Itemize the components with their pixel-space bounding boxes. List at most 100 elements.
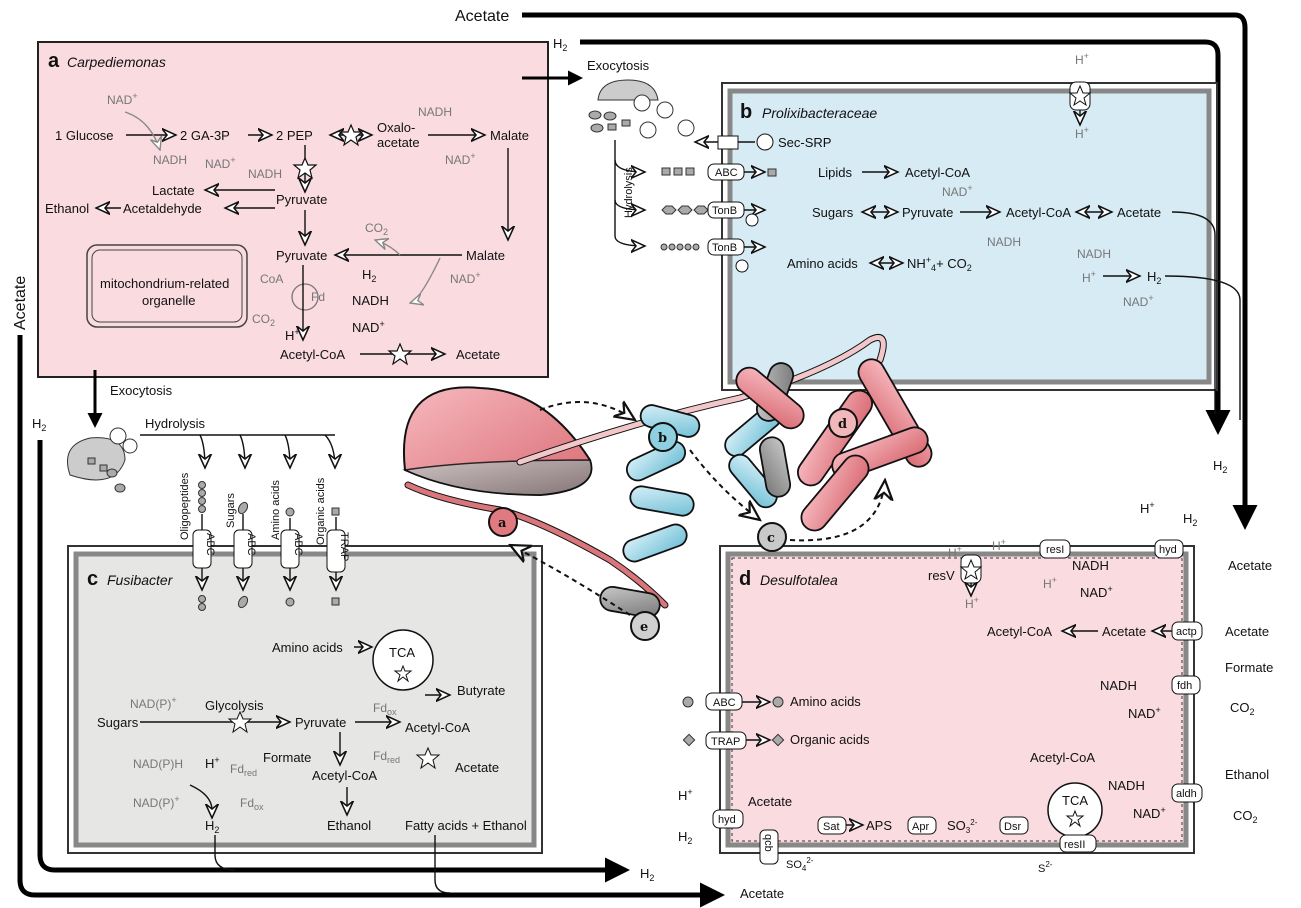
pyruvate-label-b: Pyruvate — [902, 205, 953, 220]
tca-label-c: TCA — [389, 645, 415, 660]
acetylcoa-label-a: Acetyl-CoA — [280, 347, 345, 362]
nadh-label-b2: NADH — [1077, 247, 1111, 261]
aminoacids-label-c: Amino acids — [272, 640, 343, 655]
acetylcoa-label-c2: Acetyl-CoA — [312, 768, 377, 783]
acetate-label-top: Acetate — [455, 8, 509, 25]
hplus-label-d6: H+ — [678, 787, 693, 803]
sugars-label-b: Sugars — [812, 205, 854, 220]
panel-c-title: Fusibacter — [107, 572, 174, 588]
malate-label-2: Malate — [466, 248, 505, 263]
svg-text:d: d — [838, 417, 847, 432]
svg-text:b: b — [658, 431, 667, 446]
exocytosis-label-b: Exocytosis — [587, 58, 650, 73]
panel-a-letter: a — [48, 50, 60, 72]
acetylcoa-label-b2: Acetyl-CoA — [1006, 205, 1071, 220]
panel-d-title: Desulfotalea — [760, 572, 838, 588]
ethanol-label-d: Ethanol — [1225, 767, 1269, 782]
s2-label: S2- — [1038, 860, 1053, 875]
h2-label-d2: H2 — [678, 829, 692, 846]
acetate-label-b: Acetate — [1117, 205, 1161, 220]
trap-label-c: TRAP — [338, 532, 350, 561]
naddp-h-label: NAD(P)H — [133, 757, 183, 771]
nadh-label-3: NADH — [248, 167, 282, 181]
ga3p-label: 2 GA-3P — [180, 128, 230, 143]
acetate-label-c: Acetate — [455, 760, 499, 775]
hyd-label-top: hyd — [1159, 544, 1177, 556]
glucose-label: 1 Glucose — [55, 128, 114, 143]
h2-label-top: H2 — [553, 36, 567, 53]
svg-text:a: a — [498, 516, 507, 531]
exocytosis-label-a: Exocytosis — [110, 383, 173, 398]
nadh-label-d2: NADH — [1100, 678, 1137, 693]
pyruvate-label-1: Pyruvate — [276, 192, 327, 207]
formate-label: Formate — [263, 750, 311, 765]
vesicle-cluster-a — [68, 428, 138, 492]
h2-label-bottom: H2 — [640, 866, 654, 883]
hydrolysis-label-b: Hydrolysis — [623, 167, 635, 218]
tonb-label-1: TonB — [712, 205, 737, 217]
resv-label: resV — [928, 568, 955, 583]
oxaloacetate-label-1: Oxalo- — [377, 120, 415, 135]
lactate-label: Lactate — [152, 183, 195, 198]
organicacids-label-d: Organic acids — [790, 732, 870, 747]
butyrate-label: Butyrate — [457, 683, 505, 698]
nh4-label: NH+4+ CO2 — [907, 255, 972, 273]
svg-text:c: c — [767, 531, 775, 546]
qcb-label: qcb — [762, 834, 774, 852]
nadh-label-1: NADH — [153, 153, 187, 167]
naddp-plus-label-2: NAD(P)+ — [133, 794, 180, 810]
mro-label-2: organelle — [142, 293, 196, 308]
co2-label-d2: CO2 — [1233, 808, 1258, 825]
panel-b-title: Prolixibacteraceae — [762, 105, 877, 121]
actp-label: actp — [1176, 626, 1197, 638]
acetate-label-left: Acetate — [12, 276, 29, 330]
abc-label-c1: ABC — [204, 533, 216, 556]
acetylcoa-label-d1: Acetyl-CoA — [987, 624, 1052, 639]
panel-c: c Fusibacter Oligopeptides Sugars Amino … — [68, 472, 542, 893]
aminoacids-label-d: Amino acids — [790, 694, 861, 709]
trap-label-d: TRAP — [711, 736, 740, 748]
acetylcoa-label-c1: Acetyl-CoA — [405, 720, 470, 735]
acetate-label-right: Acetate — [1228, 558, 1272, 573]
nadh-label-d3: NADH — [1108, 778, 1145, 793]
pyruvate-label-c: Pyruvate — [295, 715, 346, 730]
tca-cycle-c — [373, 630, 433, 690]
lipids-label: Lipids — [818, 165, 852, 180]
h2-label-left: H2 — [32, 416, 46, 433]
vesicle-cluster-b — [589, 80, 694, 138]
sugars-label-vertical: Sugars — [225, 493, 237, 528]
acetate-label-d3: Acetate — [748, 794, 792, 809]
apr-label: Apr — [912, 821, 929, 833]
nadh-label-2: NADH — [418, 105, 452, 119]
fd-label: Fd — [311, 290, 325, 304]
abc-label-c2: ABC — [245, 533, 257, 556]
secsrp-label: Sec-SRP — [778, 135, 831, 150]
fattyacids-label: Fatty acids + Ethanol — [405, 818, 527, 833]
abc-label-c3: ABC — [292, 533, 304, 556]
acetylcoa-label-b1: Acetyl-CoA — [905, 165, 970, 180]
fdh-label: fdh — [1177, 680, 1192, 692]
acetate-label-a: Acetate — [456, 347, 500, 362]
sugars-label-c: Sugars — [97, 715, 139, 730]
svg-text:e: e — [640, 620, 648, 635]
abc-label-d: ABC — [713, 697, 736, 709]
formate-label-d: Formate — [1225, 660, 1273, 675]
resii-label: resII — [1064, 839, 1085, 851]
panel-c-letter: c — [87, 568, 98, 590]
aminoacids-label-b: Amino acids — [787, 256, 858, 271]
panel-a: a Carpediemonas NAD+ 1 Glucose NADH 2 GA… — [38, 42, 548, 377]
nadh-label-d1: NADH — [1072, 558, 1109, 573]
h2-label-d: H2 — [1183, 511, 1197, 528]
nadh-label-4: NADH — [352, 293, 389, 308]
panel-d-letter: d — [739, 568, 751, 590]
tonb-label-2: TonB — [712, 242, 737, 254]
naddp-plus-label: NAD(P)+ — [130, 695, 177, 711]
acetaldehyde-label: Acetaldehyde — [123, 201, 202, 216]
hplus-label-d5: H+ — [1140, 500, 1155, 516]
nadh-label-b: NADH — [987, 235, 1021, 249]
panel-d: d Desulfotalea H+ H+ resV H+ resI NADH H… — [678, 500, 1273, 875]
sat-label: Sat — [823, 821, 840, 833]
acetate-label-d2: Acetate — [1225, 624, 1269, 639]
h2-label-right: H2 — [1213, 458, 1227, 475]
